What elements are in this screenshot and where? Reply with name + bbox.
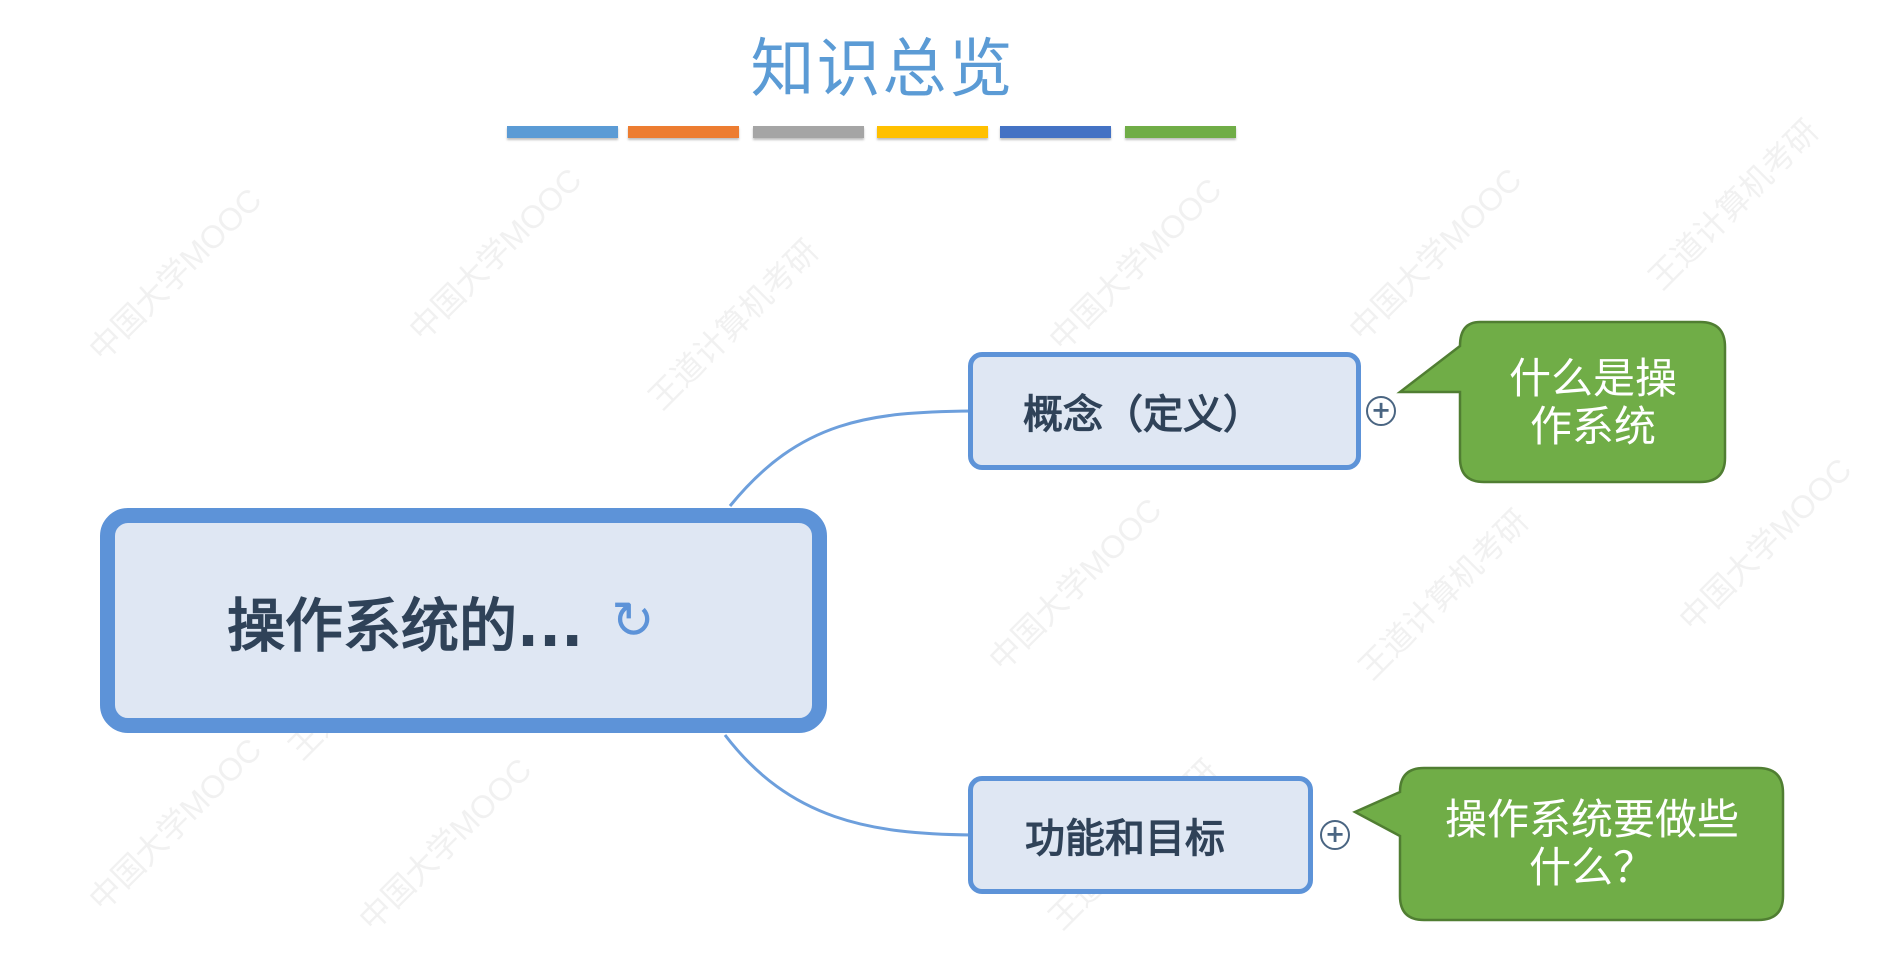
topic-label: 概念（定义） xyxy=(1023,392,1263,438)
callout-line: 什么？ xyxy=(1528,843,1655,892)
central-topic-label: 操作系统的... xyxy=(227,591,584,660)
callout-text-2: 操作系统要做些 什么？ xyxy=(1402,796,1782,892)
color-bar xyxy=(753,126,864,138)
callout-bubble-2 xyxy=(1352,766,1785,922)
color-bar xyxy=(507,126,618,138)
connector-line-topic2 xyxy=(723,734,973,837)
color-bar xyxy=(1125,126,1236,138)
topic-label: 功能和目标 xyxy=(1025,816,1225,862)
expand-plus-icon[interactable]: + xyxy=(1366,396,1396,426)
color-bar xyxy=(1000,126,1111,138)
central-topic-node[interactable]: 操作系统的... ↻ xyxy=(100,508,827,733)
connector-line-topic1 xyxy=(728,409,973,507)
topic-node-concept[interactable]: 概念（定义） xyxy=(968,352,1361,470)
callout-text-1: 什么是操 作系统 xyxy=(1462,355,1724,451)
page-title: 知识总览 xyxy=(750,33,1015,107)
callout-line: 什么是操 xyxy=(1508,354,1677,403)
refresh-arrow-icon[interactable]: ↻ xyxy=(611,590,655,651)
callout-bubble-1 xyxy=(1396,320,1727,484)
color-bar xyxy=(628,126,739,138)
topic-node-functions[interactable]: 功能和目标 xyxy=(968,776,1313,894)
callout-line: 作系统 xyxy=(1529,402,1656,451)
callout-line: 操作系统要做些 xyxy=(1444,795,1739,844)
color-bar xyxy=(877,126,988,138)
expand-plus-icon[interactable]: + xyxy=(1320,820,1350,850)
